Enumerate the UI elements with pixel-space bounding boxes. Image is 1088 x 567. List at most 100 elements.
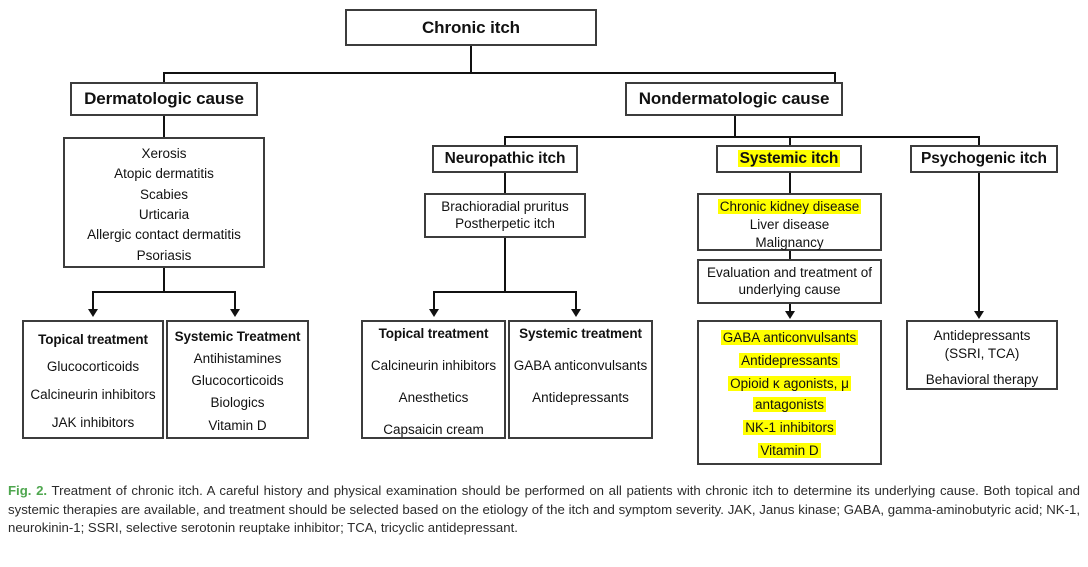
node-label: Psychogenic itch bbox=[921, 150, 1047, 168]
connector-systemic-causes-to-eval bbox=[789, 251, 791, 260]
figure-caption: Fig. 2. Treatment of chronic itch. A car… bbox=[8, 482, 1080, 538]
connector-to-dermatologic bbox=[163, 72, 165, 83]
figure-caption-text: Treatment of chronic itch. A careful his… bbox=[8, 483, 1080, 536]
treatment-item: (SSRI, TCA) bbox=[944, 346, 1020, 362]
connector-systemic-to-causes bbox=[789, 173, 791, 194]
treatment-item: Biologics bbox=[210, 395, 265, 411]
connector-neuro-causes-stem bbox=[504, 238, 506, 292]
node-label: Systemic itch bbox=[737, 150, 841, 168]
node-systemic-itch[interactable]: Systemic itch bbox=[716, 145, 862, 173]
connector-eval-to-treatment bbox=[789, 304, 791, 312]
node-label: Dermatologic cause bbox=[84, 89, 244, 109]
node-dermatologic-cause[interactable]: Dermatologic cause bbox=[70, 82, 258, 116]
node-chronic-itch[interactable]: Chronic itch bbox=[345, 9, 597, 46]
connector-to-neuro-systemic bbox=[575, 291, 577, 310]
connector-to-derm-systemic bbox=[234, 291, 236, 310]
treatment-item: JAK inhibitors bbox=[51, 414, 135, 430]
box-title: Systemic treatment bbox=[519, 326, 642, 341]
cause-item: Malignancy bbox=[755, 235, 824, 251]
treatment-item-highlight: Antidepressants bbox=[739, 352, 840, 368]
node-neuropathic-itch[interactable]: Neuropathic itch bbox=[432, 145, 578, 173]
connector-neuro-treatment-bus bbox=[433, 291, 576, 293]
treatment-item: Anesthetics bbox=[398, 389, 469, 405]
connector-neuropathic-to-causes bbox=[504, 173, 506, 194]
cause-item: Liver disease bbox=[749, 217, 830, 233]
treatment-item: GABA anticonvulsants bbox=[513, 357, 648, 373]
cause-item-highlight: Chronic kidney disease bbox=[717, 199, 862, 214]
box-neuropathic-causes[interactable]: Brachioradial pruritus Postherpetic itch bbox=[424, 193, 586, 238]
box-title: Topical treatment bbox=[38, 331, 148, 347]
treatment-item: Calcineurin inhibitors bbox=[30, 387, 156, 402]
connector-to-neuropathic bbox=[504, 136, 506, 147]
box-psychogenic-treatment[interactable]: Antidepressants (SSRI, TCA) Behavioral t… bbox=[906, 320, 1058, 390]
treatment-item: Behavioral therapy bbox=[925, 372, 1039, 388]
cause-item: Allergic contact dermatitis bbox=[87, 227, 241, 243]
arrowhead-derm-systemic bbox=[230, 309, 240, 317]
node-label-highlight: Systemic itch bbox=[737, 150, 841, 168]
connector-nonderm-stem bbox=[734, 116, 736, 137]
connector-psychogenic-to-treatment bbox=[978, 173, 980, 312]
treatment-item: Vitamin D bbox=[208, 417, 267, 433]
connector-dermatologic-to-causes bbox=[163, 116, 165, 138]
connector-to-psychogenic bbox=[978, 136, 980, 147]
treatment-item-highlight: Opioid κ agonists, μ bbox=[728, 376, 851, 392]
connector-root-stem bbox=[470, 46, 472, 73]
treatment-item: Calcineurin inhibitors bbox=[370, 357, 497, 373]
cause-item: Postherpetic itch bbox=[455, 215, 555, 231]
connector-to-systemic-itch bbox=[789, 136, 791, 147]
cause-item: Chronic kidney disease bbox=[717, 199, 862, 215]
treatment-item: Antihistamines bbox=[193, 350, 282, 366]
connector-nonderm-bus bbox=[504, 136, 980, 138]
cause-item: Scabies bbox=[139, 186, 189, 202]
connector-root-bus bbox=[163, 72, 836, 74]
treatment-item-highlight: Vitamin D bbox=[758, 443, 821, 459]
treatment-item-highlight: GABA anticonvulsants bbox=[720, 329, 859, 345]
box-systemic-evaluation[interactable]: Evaluation and treatment of underlying c… bbox=[697, 259, 882, 304]
node-nondermatologic-cause[interactable]: Nondermatologic cause bbox=[625, 82, 843, 116]
figure-label: Fig. 2. bbox=[8, 483, 48, 498]
treatment-item: Glucocorticoids bbox=[191, 373, 284, 389]
node-label: Nondermatologic cause bbox=[638, 89, 830, 109]
box-systemic-causes[interactable]: Chronic kidney disease Liver disease Mal… bbox=[697, 193, 882, 251]
cause-item: Xerosis bbox=[141, 146, 187, 162]
node-label: Chronic itch bbox=[422, 17, 520, 37]
cause-item: Urticaria bbox=[138, 207, 190, 223]
box-neuro-systemic-treatment[interactable]: Systemic treatment GABA anticonvulsants … bbox=[508, 320, 653, 439]
evaluation-text: Evaluation and treatment of underlying c… bbox=[706, 265, 873, 297]
box-dermatologic-causes[interactable]: Xerosis Atopic dermatitis Scabies Urtica… bbox=[63, 137, 265, 268]
treatment-item-highlight: NK-1 inhibitors bbox=[743, 419, 836, 435]
arrowhead-neuro-topical bbox=[429, 309, 439, 317]
box-title: Systemic Treatment bbox=[174, 329, 301, 345]
arrowhead-psychogenic-treatment bbox=[974, 311, 984, 319]
treatment-item: Opioid κ agonists, μ bbox=[728, 376, 851, 392]
connector-derm-treatment-bus bbox=[92, 291, 235, 293]
box-derm-systemic-treatment[interactable]: Systemic Treatment Antihistamines Glucoc… bbox=[166, 320, 309, 439]
connector-derm-causes-stem bbox=[163, 268, 165, 292]
cause-item: Brachioradial pruritus bbox=[441, 199, 569, 215]
treatment-item: Antidepressants bbox=[933, 328, 1031, 343]
connector-to-nondermatologic bbox=[834, 72, 836, 83]
treatment-item: Antidepressants bbox=[739, 352, 840, 369]
connector-to-derm-topical bbox=[92, 291, 94, 310]
arrowhead-derm-topical bbox=[88, 309, 98, 317]
treatment-item: GABA anticonvulsants bbox=[720, 329, 859, 346]
box-derm-topical-treatment[interactable]: Topical treatment Glucocorticoids Calcin… bbox=[22, 320, 164, 439]
arrowhead-systemic-treatment bbox=[785, 311, 795, 319]
box-neuro-topical-treatment[interactable]: Topical treatment Calcineurin inhibitors… bbox=[361, 320, 506, 439]
cause-item: Atopic dermatitis bbox=[114, 166, 214, 182]
treatment-item: Vitamin D bbox=[758, 443, 821, 459]
connector-to-neuro-topical bbox=[433, 291, 435, 310]
node-psychogenic-itch[interactable]: Psychogenic itch bbox=[910, 145, 1058, 173]
treatment-item-cont: antagonists bbox=[752, 396, 827, 413]
arrowhead-neuro-systemic bbox=[571, 309, 581, 317]
treatment-item: NK-1 inhibitors bbox=[743, 419, 836, 436]
treatment-item: Capsaicin cream bbox=[383, 421, 484, 437]
box-systemic-treatment[interactable]: GABA anticonvulsants Antidepressants Opi… bbox=[697, 320, 882, 465]
treatment-item: Glucocorticoids bbox=[46, 359, 140, 375]
cause-item: Psoriasis bbox=[136, 247, 192, 263]
box-title: Topical treatment bbox=[378, 326, 489, 341]
treatment-item: Antidepressants bbox=[532, 389, 629, 405]
flowchart-figure: Chronic itch Dermatologic cause Xerosis … bbox=[22, 9, 1058, 465]
treatment-item-highlight: antagonists bbox=[752, 396, 827, 412]
node-label: Neuropathic itch bbox=[444, 150, 566, 168]
